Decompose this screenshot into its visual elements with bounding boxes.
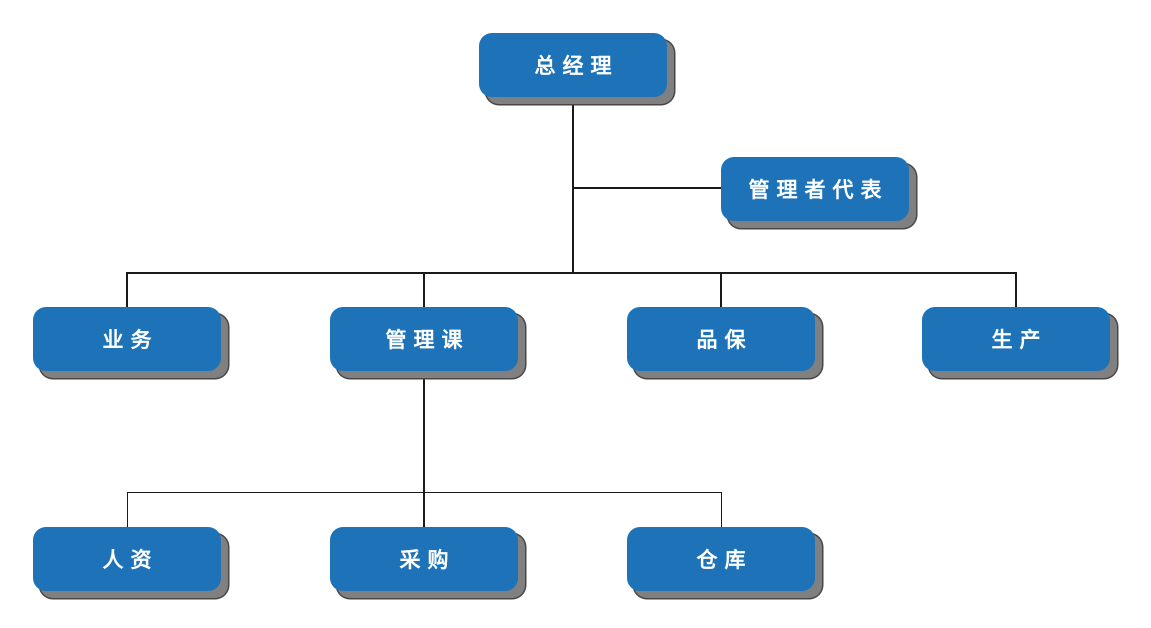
node-management-section: 管理课: [330, 307, 518, 371]
connector-level3-rake: [127, 492, 722, 493]
connector-drop-production: [1015, 273, 1017, 307]
node-purchasing: 采购: [330, 527, 518, 591]
connector-branch-management-representative: [573, 187, 721, 189]
connector-drop-warehouse: [721, 492, 722, 527]
connector-drop-management-section: [423, 273, 425, 307]
node-production: 生产: [922, 307, 1110, 371]
connector-drop-human-resources: [127, 492, 128, 527]
connector-drop-quality-assurance: [720, 273, 722, 307]
node-quality-assurance: 品保: [627, 307, 815, 371]
connector-level2-rake: [126, 272, 1017, 274]
node-general-manager: 总经理: [479, 33, 667, 97]
connector-drop-business: [126, 273, 128, 307]
connector-management-section-trunk: [423, 371, 425, 527]
node-management-representative: 管理者代表: [721, 157, 909, 221]
node-human-resources: 人资: [33, 527, 221, 591]
node-warehouse: 仓库: [627, 527, 815, 591]
connector-gm-trunk: [572, 97, 574, 273]
node-business: 业务: [33, 307, 221, 371]
